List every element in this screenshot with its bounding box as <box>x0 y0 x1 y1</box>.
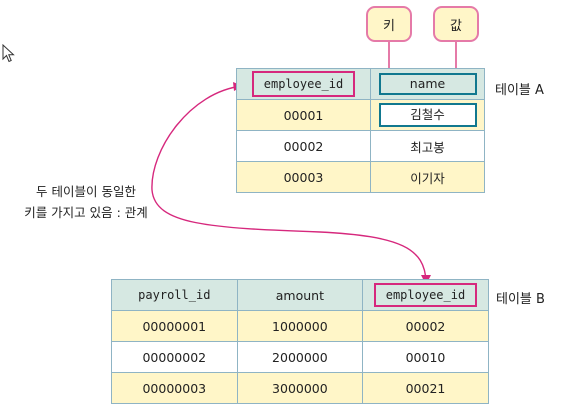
relationship-note: 두 테이블이 동일한 키를 가지고 있음 : 관계 <box>6 181 166 223</box>
table-a-name-header: name <box>378 73 477 95</box>
key-callout: 키 <box>366 6 412 42</box>
table-row: 00002 최고봉 <box>236 130 485 162</box>
relationship-arrow <box>151 85 427 283</box>
table-cell: 00003 <box>236 161 371 193</box>
table-a-header-cell: employee_id <box>236 68 371 100</box>
table-b-header-row: payroll_id amount employee_id <box>111 279 489 311</box>
relationship-note-line: 두 테이블이 동일한 <box>36 184 136 199</box>
table-cell: 00002 <box>236 130 371 162</box>
table-row: 00000001 1000000 00002 <box>111 310 489 342</box>
table-cell: 00021 <box>362 372 489 404</box>
highlighted-value-cell: 김철수 <box>378 103 477 127</box>
table-a-label: 테이블 A <box>495 83 544 98</box>
table-cell: 00001 <box>236 99 371 131</box>
table-b-key-header: employee_id <box>373 283 478 307</box>
table-a-header-cell: name <box>370 68 485 100</box>
table-cell: 00010 <box>362 341 489 373</box>
table-a: employee_id name 00001 김철수 00002 최고봉 000… <box>236 68 485 193</box>
table-cell: 2000000 <box>236 341 364 373</box>
table-cell: 최고봉 <box>370 130 485 162</box>
table-row: 00000003 3000000 00021 <box>111 372 489 404</box>
table-cell: 이기자 <box>370 161 485 193</box>
table-cell: 00000001 <box>111 310 238 342</box>
key-callout-text: 키 <box>383 18 395 34</box>
table-b-header-cell: employee_id <box>362 279 489 311</box>
value-callout: 값 <box>433 6 479 42</box>
table-a-header-row: employee_id name <box>236 68 485 100</box>
relationship-note-line: 키를 가지고 있음 : 관계 <box>24 205 148 220</box>
mouse-pointer-icon <box>2 44 15 63</box>
table-row: 00003 이기자 <box>236 161 485 193</box>
table-b-label: 테이블 B <box>496 292 545 307</box>
table-b-header-cell: amount <box>236 279 364 311</box>
table-cell: 00000003 <box>111 372 238 404</box>
table-cell: 김철수 <box>370 99 485 131</box>
table-cell: 3000000 <box>236 372 364 404</box>
value-callout-text: 값 <box>450 18 462 34</box>
table-cell: 1000000 <box>236 310 364 342</box>
table-a-key-header: employee_id <box>251 71 356 97</box>
table-b: payroll_id amount employee_id 00000001 1… <box>111 279 489 404</box>
table-cell: 00000002 <box>111 341 238 373</box>
table-b-header-cell: payroll_id <box>111 279 238 311</box>
table-row: 00001 김철수 <box>236 99 485 131</box>
table-cell: 00002 <box>362 310 489 342</box>
table-row: 00000002 2000000 00010 <box>111 341 489 373</box>
